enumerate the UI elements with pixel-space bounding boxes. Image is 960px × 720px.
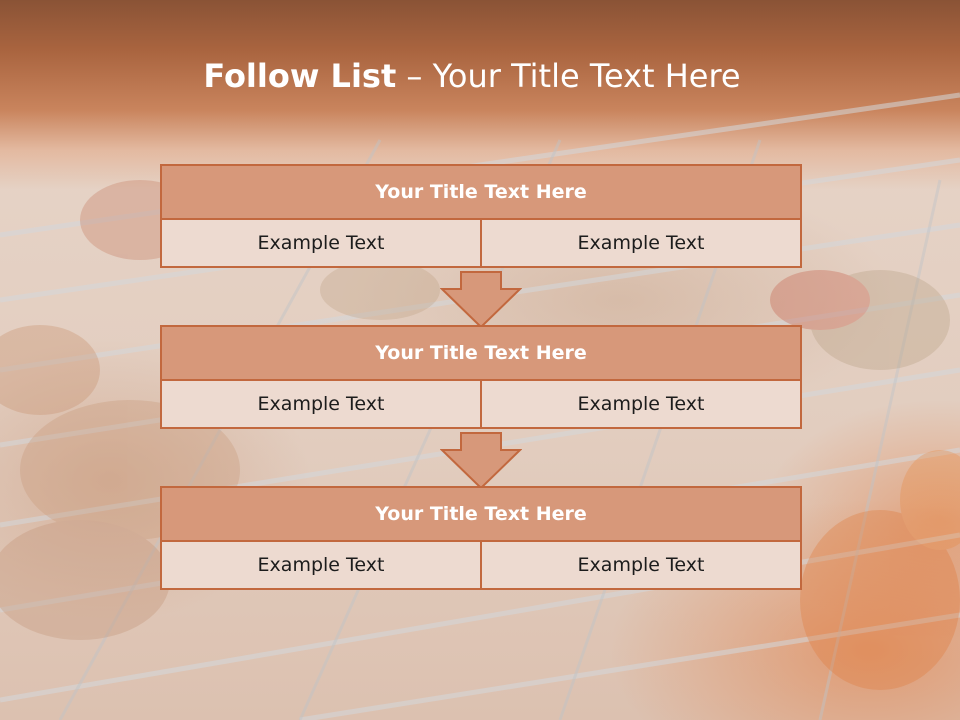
block-row: Example Text Example Text [160,540,802,590]
block-cell-left: Example Text [160,218,482,268]
list-block-1: Your Title Text Here Example Text Exampl… [160,164,802,268]
list-block-3: Your Title Text Here Example Text Exampl… [160,486,802,590]
down-arrow-icon [440,271,522,329]
block-cell-right: Example Text [480,379,802,429]
block-title: Your Title Text Here [160,486,802,542]
slide-title-bold: Follow List [203,57,397,95]
block-title: Your Title Text Here [160,164,802,220]
block-row: Example Text Example Text [160,218,802,268]
block-cell-left: Example Text [160,379,482,429]
block-cell-right: Example Text [480,540,802,590]
list-block-2: Your Title Text Here Example Text Exampl… [160,325,802,429]
slide-title: Follow List – Your Title Text Here [0,52,944,100]
slide-title-rest: – Your Title Text Here [396,57,741,95]
block-title: Your Title Text Here [160,325,802,381]
block-row: Example Text Example Text [160,379,802,429]
down-arrow-icon [440,432,522,490]
block-cell-right: Example Text [480,218,802,268]
block-cell-left: Example Text [160,540,482,590]
